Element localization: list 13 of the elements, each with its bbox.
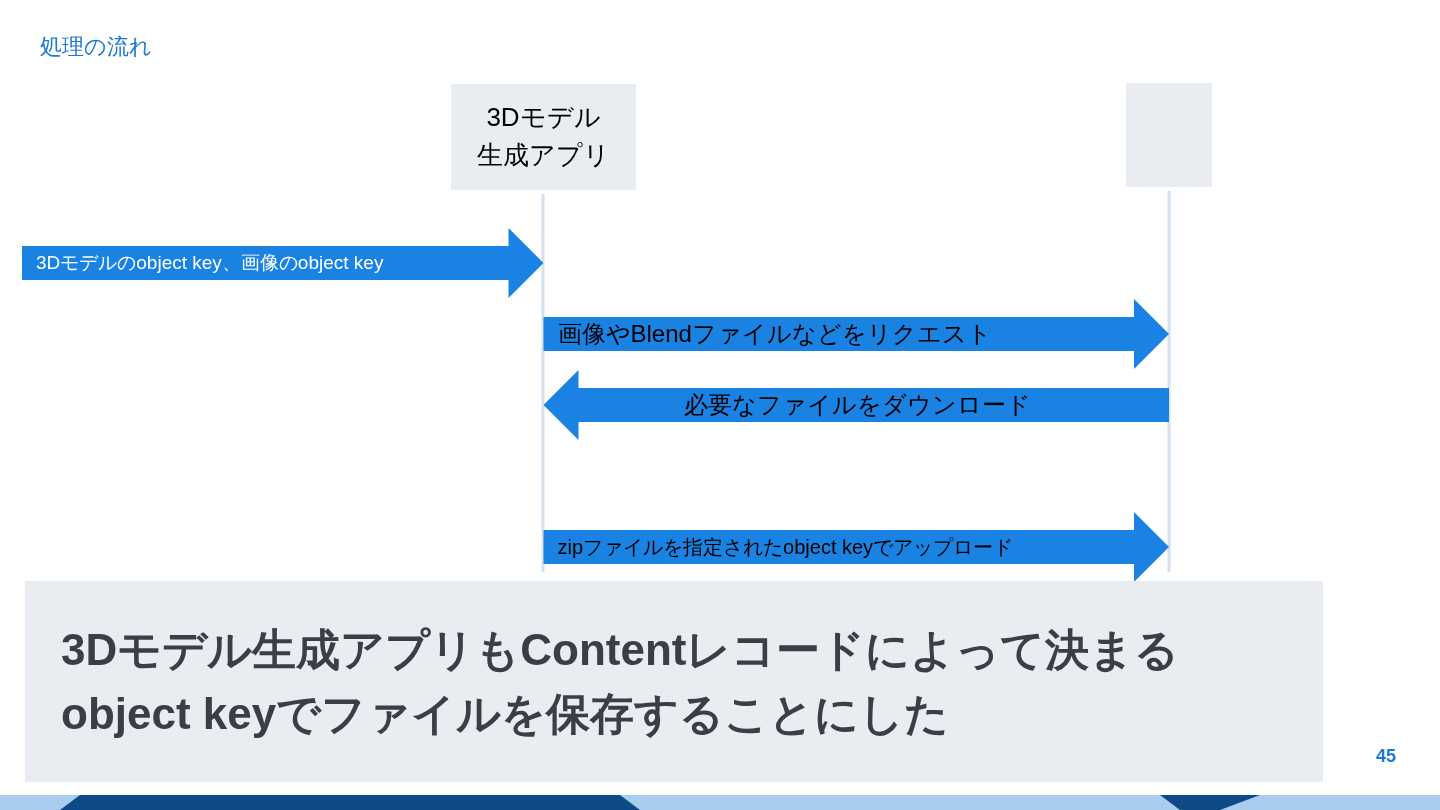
summary-panel: [25, 581, 1323, 782]
block-arrow: [543, 512, 1169, 582]
edge-label: 画像やBlendファイルなどをリクエスト: [557, 319, 992, 350]
slide-title: 処理の流れ: [40, 33, 152, 61]
block-arrow: [543, 370, 1169, 440]
block-arrow: [543, 299, 1169, 369]
summary-text: 3Dモデル生成アプリもContentレコードによって決まるobject keyでファイルを保存することにした: [60, 623, 1181, 740]
edge-label: zipファイルを指定されたobject keyでアップロード: [557, 535, 1014, 560]
edge-label: 必要なファイルをダウンロード: [683, 390, 1031, 421]
page-number: 45: [1376, 746, 1397, 767]
participant-label: 3Dモデル生成アプリ: [476, 101, 611, 172]
edge-label: 3Dモデルのobject key、画像のobject key: [36, 250, 384, 275]
block-arrow: [22, 228, 544, 298]
